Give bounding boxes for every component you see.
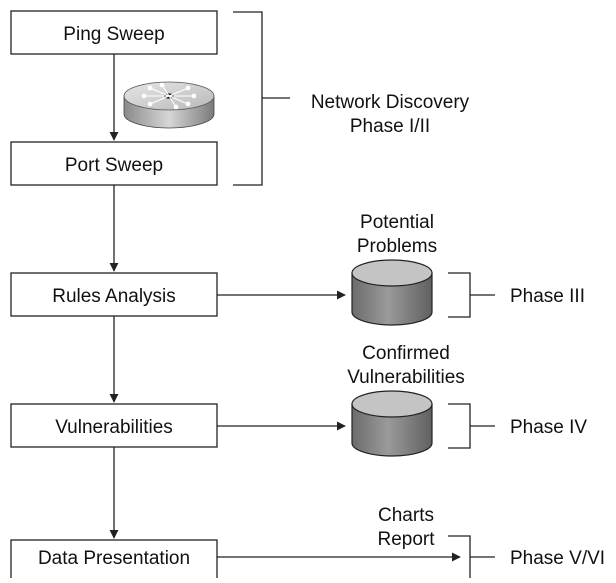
phase-3-bracket [448,272,495,318]
phase-5-6-label: Phase V/VI [510,548,605,569]
data-presentation-box: Data Presentation [10,539,218,583]
phase-1-2-label: Phase I/II [350,116,430,137]
problems-label: Problems [357,236,437,257]
rules-analysis-label: Rules Analysis [52,286,176,307]
network-discovery-bracket [233,11,290,186]
port-sweep-label: Port Sweep [65,155,163,176]
database-icon [351,390,433,457]
database-icon [351,259,433,326]
port-sweep-box: Port Sweep [10,141,218,186]
rules-analysis-box: Rules Analysis [10,272,218,317]
network-discovery-label: Network Discovery [311,92,470,113]
potential-label: Potential [360,212,434,233]
data-presentation-label: Data Presentation [38,548,190,569]
phase-4-bracket [448,403,495,449]
phase-5-6-bracket [448,535,495,578]
phase-3-label: Phase III [510,286,585,307]
vulnerabilities-output-label: Vulnerabilities [347,367,465,388]
vulnerabilities-box: Vulnerabilities [10,403,218,448]
router-icon [123,81,215,129]
charts-label: Charts [378,505,434,526]
ping-sweep-box: Ping Sweep [10,10,218,55]
vulnerabilities-label: Vulnerabilities [55,417,173,438]
confirmed-label: Confirmed [362,343,450,364]
report-label: Report [377,529,435,550]
ping-sweep-label: Ping Sweep [63,24,164,45]
phase-4-label: Phase IV [510,417,587,438]
